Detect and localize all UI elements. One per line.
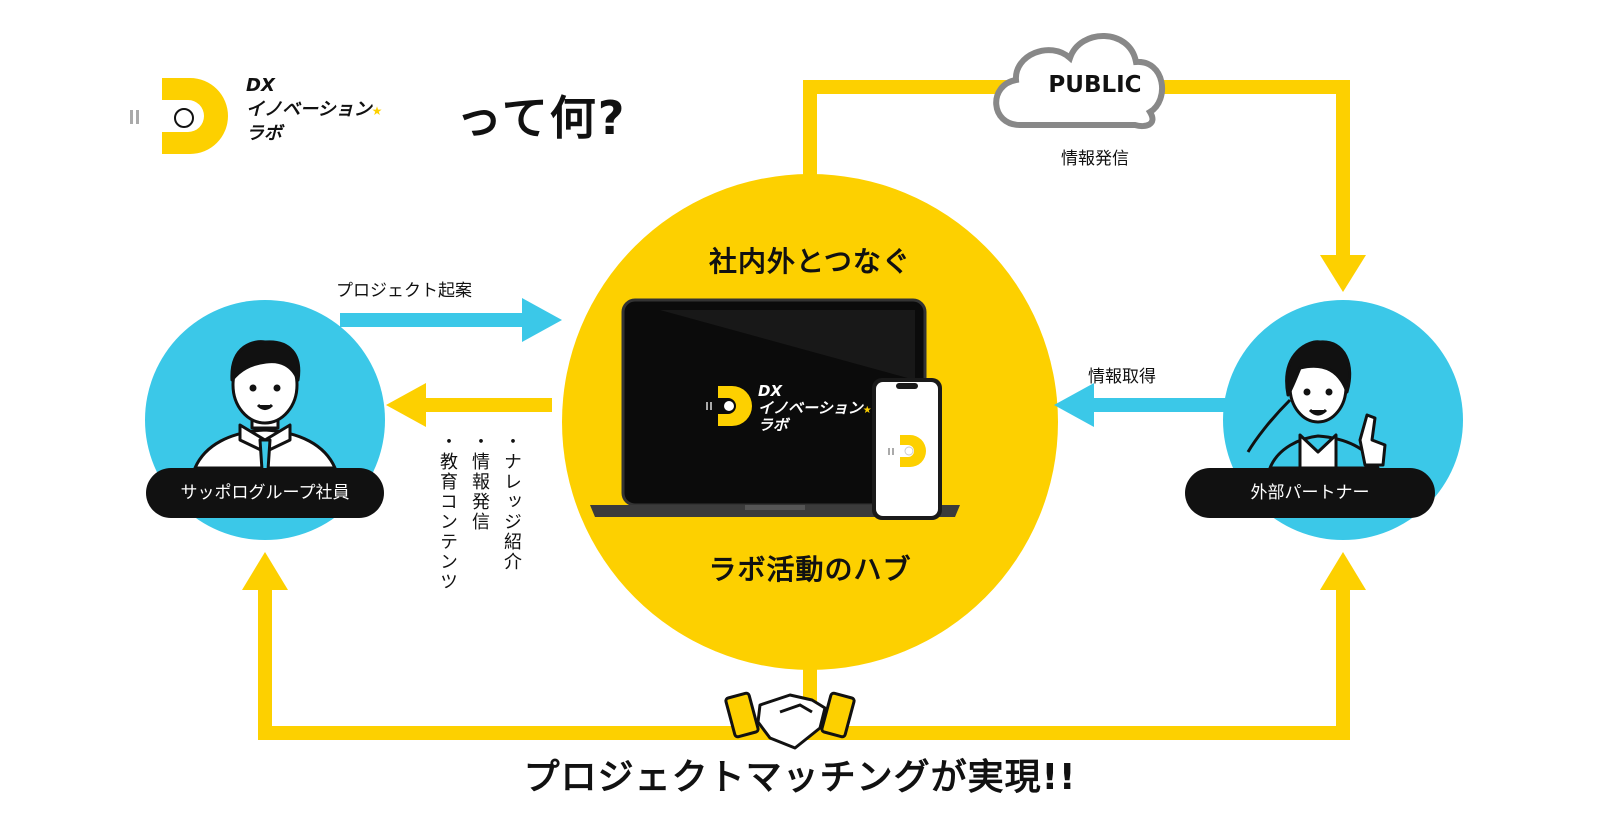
page-title: って何? bbox=[456, 91, 627, 145]
cloud-to-partner-line bbox=[1162, 80, 1350, 255]
screen-brand-line2-text: イノベーション bbox=[758, 399, 863, 417]
arrow-propose-head bbox=[522, 298, 562, 342]
arrow-knowledge-shaft bbox=[422, 398, 552, 412]
brand-logo-icon bbox=[130, 78, 228, 154]
partner-label: 外部パートナー bbox=[1185, 468, 1435, 518]
female-partner-avatar bbox=[1246, 340, 1387, 470]
hub-to-partner-line bbox=[810, 590, 1350, 740]
smartphone-icon bbox=[872, 378, 942, 520]
hub-title-bottom: ラボ活動のハブ bbox=[708, 553, 912, 586]
screen-star-icon: ★ bbox=[862, 405, 872, 416]
cloud-caption: 情報発信 bbox=[1061, 149, 1129, 169]
hub-output-item-3: ・教育コンテンツ bbox=[437, 432, 458, 592]
hub-output-item-1: ・ナレッジ紹介 bbox=[501, 432, 522, 572]
hub-output-item-2: ・情報発信 bbox=[469, 432, 490, 532]
cloud-icon bbox=[993, 33, 1166, 130]
handshake-icon bbox=[724, 691, 856, 750]
brand-star-icon: ★ bbox=[371, 104, 383, 118]
screen-brand-line1: DX bbox=[758, 382, 783, 400]
screen-brand-line3: ラボ bbox=[758, 416, 789, 434]
footer-headline: プロジェクトマッチングが実現!! bbox=[523, 757, 1077, 798]
arrow-acquire-shaft bbox=[1090, 398, 1230, 412]
hub-to-cloud-line bbox=[803, 80, 1020, 180]
arrow-acquire-head bbox=[1054, 383, 1094, 427]
laptop-icon bbox=[590, 298, 960, 517]
arrow-propose-shaft bbox=[340, 313, 530, 327]
cloud-label: PUBLIC bbox=[1048, 72, 1142, 98]
arrow-knowledge-head bbox=[386, 383, 426, 427]
brand-line2-text: イノベーション bbox=[246, 99, 372, 120]
arrow-label-acquire: 情報取得 bbox=[1088, 367, 1156, 387]
employee-label: サッポログループ社員 bbox=[146, 468, 384, 518]
brand-line1: DX bbox=[246, 75, 275, 96]
arrowhead-up-employee bbox=[242, 552, 288, 590]
male-employee-avatar bbox=[193, 340, 337, 472]
screen-brand-line2: イノベーション★ bbox=[758, 399, 872, 420]
hub-title-top: 社内外とつなぐ bbox=[709, 245, 911, 278]
brand-line3: ラボ bbox=[246, 123, 282, 144]
arrowhead-down-partner bbox=[1320, 255, 1366, 292]
brand-line2: イノベーション★ bbox=[246, 98, 382, 123]
arrow-label-propose: プロジェクト起案 bbox=[336, 281, 472, 301]
screen-logo-icon bbox=[706, 386, 752, 426]
arrowhead-up-partner bbox=[1320, 552, 1366, 590]
